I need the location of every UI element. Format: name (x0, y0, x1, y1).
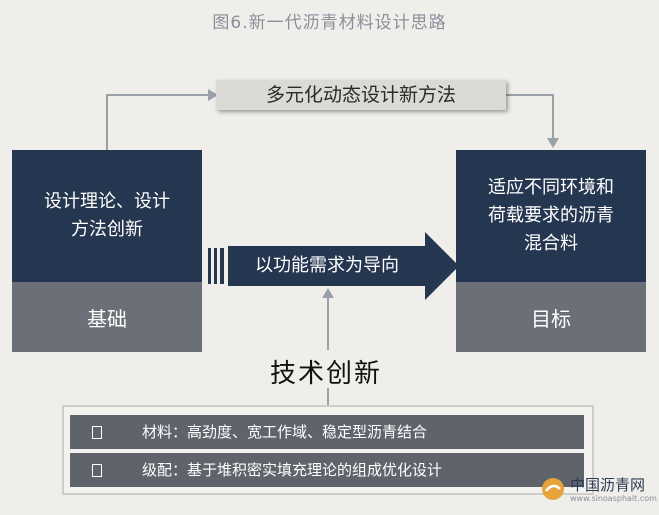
goal-content: 适应不同环境和荷载要求的沥青混合料 (456, 150, 646, 282)
arrow-stripe (220, 248, 224, 284)
list-item: 材料：高劲度、宽工作域、稳定型沥青结合 (70, 415, 584, 449)
basis-label: 基础 (12, 282, 202, 352)
innovation-list: 材料：高劲度、宽工作域、稳定型沥青结合 级配：基于堆积密实填充理论的组成优化设计 (62, 405, 594, 495)
method-banner: 多元化动态设计新方法 (216, 80, 506, 110)
watermark-url: www.sinoasphalt.com (570, 494, 657, 503)
connector-left-right (106, 94, 212, 96)
arrow-stripe (208, 248, 211, 284)
goal-label: 目标 (456, 282, 646, 352)
goal-content-text: 适应不同环境和荷载要求的沥青混合料 (488, 177, 614, 254)
innovation-heading: 技术创新 (270, 359, 383, 389)
list-item: 级配：基于堆积密实填充理论的组成优化设计 (70, 453, 584, 487)
basis-content-text: 设计理论、设计方法创新 (44, 191, 170, 240)
direction-arrow-label: 以功能需求为导向 (228, 246, 426, 286)
bullet-icon (92, 464, 102, 477)
logo-icon (542, 478, 564, 500)
arrow-stripe (214, 248, 217, 284)
connector-list-up (327, 388, 329, 406)
connector-center-up (327, 298, 329, 350)
connector-left-up (106, 94, 108, 150)
connector-right-across (506, 94, 554, 96)
list-item-text: 级配：基于堆积密实填充理论的组成优化设计 (142, 461, 443, 479)
arrowhead-down-icon (547, 138, 559, 148)
basis-content: 设计理论、设计方法创新 (12, 150, 202, 282)
arrowhead-up-icon (322, 288, 334, 298)
bullet-icon (92, 426, 102, 439)
list-item-text: 材料：高劲度、宽工作域、稳定型沥青结合 (142, 423, 428, 441)
direction-arrowhead-icon (425, 232, 459, 300)
connector-right-down (552, 94, 554, 140)
watermark: 中国沥青网 www.sinoasphalt.com (540, 470, 658, 510)
arrowhead-right-icon (208, 89, 218, 101)
diagram-title: 图6.新一代沥青材料设计思路 (212, 13, 447, 33)
watermark-name: 中国沥青网 (570, 476, 646, 494)
